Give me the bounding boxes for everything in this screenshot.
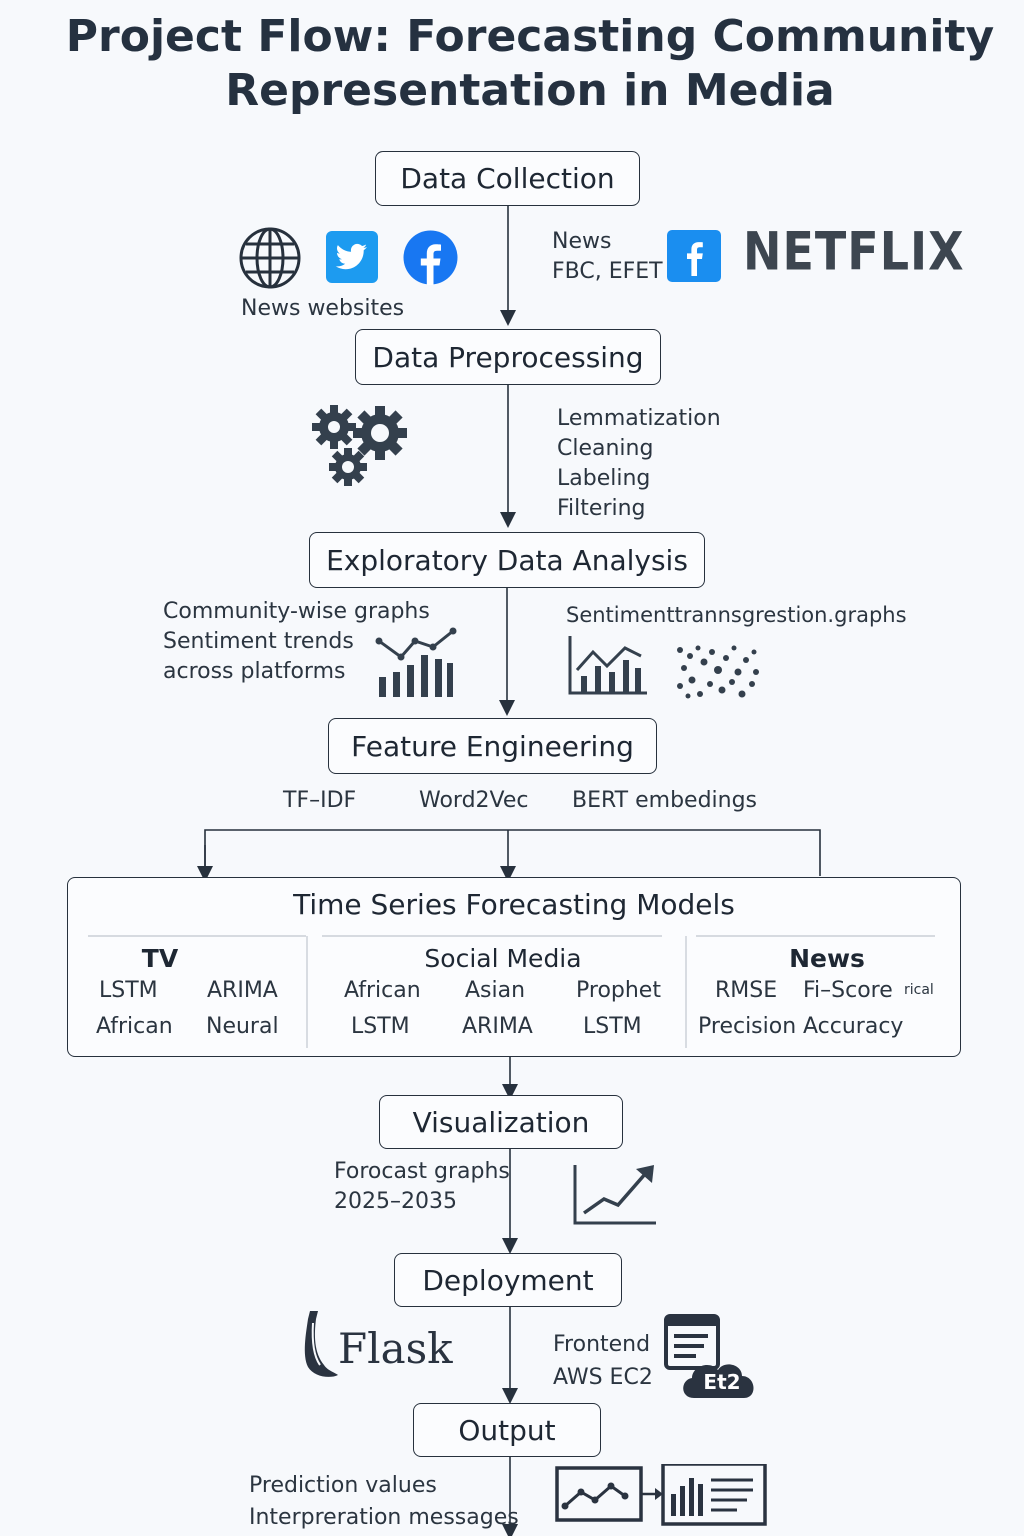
flask-logo-text: Flask — [338, 1324, 453, 1373]
frontend-label: Frontend — [553, 1332, 651, 1357]
forecast-graphs-label: Forocast graphs — [334, 1159, 510, 1184]
scatter-plot-icon — [677, 645, 759, 699]
tv-r1c1: LSTM — [99, 978, 158, 1003]
visualization-label: Visualization — [412, 1105, 590, 1139]
feature-word2vec: Word2Vec — [419, 788, 529, 813]
report-icon — [661, 1464, 767, 1526]
feature-engineering-box: Feature Engineering — [328, 718, 657, 774]
data-collection-label: Data Collection — [400, 162, 615, 195]
eda-line-1: Community-wise graphs — [163, 599, 430, 624]
forecast-years-label: 2025–2035 — [334, 1189, 457, 1214]
social-r1c1: African — [344, 978, 421, 1003]
data-preprocessing-label: Data Preprocessing — [372, 340, 644, 374]
visualization-box: Visualization — [379, 1095, 623, 1149]
globe-icon — [239, 227, 301, 289]
bar-chart-icon — [568, 636, 647, 695]
netflix-logo: NETFLIX — [743, 219, 965, 283]
social-r1c3: Prophet — [576, 978, 661, 1003]
social-r2c2: ARIMA — [462, 1014, 533, 1039]
eda-label: Exploratory Data Analysis — [326, 543, 688, 577]
output-charts-icons — [555, 1464, 767, 1526]
eda-line-2: Sentiment trends — [163, 629, 354, 654]
data-collection-box: Data Collection — [375, 151, 640, 206]
page-title: Project Flow: Forecasting Community Repr… — [0, 10, 1024, 118]
output-box: Output — [413, 1403, 601, 1457]
tv-r2c2: Neural — [206, 1014, 279, 1039]
facebook-square-icon — [667, 230, 721, 282]
twitter-icon — [326, 231, 378, 283]
step-lemmatization: Lemmatization — [557, 406, 721, 431]
eda-line-3: across platforms — [163, 659, 346, 684]
data-collection-right-text: News FBC, EFET — [552, 227, 663, 287]
news-r2c2: Accuracy — [803, 1014, 904, 1039]
news-label: News — [552, 229, 612, 254]
cloud-badge-text: Et2 — [703, 1370, 741, 1394]
deployment-right-text: Frontend AWS EC2 — [553, 1328, 653, 1394]
news-r2c1: Precision — [698, 1014, 797, 1039]
news-r1-extra: rical — [904, 982, 934, 998]
output-text: Prediction values Interpreration message… — [249, 1470, 519, 1534]
fbc-efet-label: FBC, EFET — [552, 259, 663, 284]
deployment-box: Deployment — [394, 1253, 622, 1307]
models-box: Time Series Forecasting Models — [67, 877, 961, 1057]
tv-header: TV — [141, 944, 179, 973]
aws-ec2-label: AWS EC2 — [553, 1365, 653, 1390]
prediction-values-label: Prediction values — [249, 1473, 437, 1498]
step-cleaning: Cleaning — [557, 436, 654, 461]
document-cloud-icon — [664, 1314, 754, 1398]
gears-icon — [312, 405, 407, 486]
feature-tfidf: TF–IDF — [283, 788, 357, 813]
news-header: News — [789, 944, 865, 973]
title-line-2: Representation in Media — [225, 65, 835, 116]
news-r1c1: RMSE — [715, 978, 778, 1003]
visualization-text: Forocast graphs 2025–2035 — [334, 1157, 510, 1217]
flask-horn-icon — [304, 1311, 338, 1377]
models-label: Time Series Forecasting Models — [293, 888, 735, 921]
output-label: Output — [458, 1413, 556, 1447]
facebook-icon — [403, 230, 458, 285]
eda-left-text: Community-wise graphs Sentiment trends a… — [163, 597, 430, 687]
step-labeling: Labeling — [557, 466, 651, 491]
deployment-label: Deployment — [422, 1263, 594, 1297]
bar-line-chart-icon — [375, 627, 457, 697]
preprocessing-steps: Lemmatization Cleaning Labeling Filterin… — [557, 404, 721, 524]
social-r2c3: LSTM — [583, 1014, 642, 1039]
social-r1c2: Asian — [465, 978, 526, 1003]
interpretation-messages-label: Interpreration messages — [249, 1505, 519, 1530]
trend-up-chart-icon — [573, 1165, 656, 1225]
eda-box: Exploratory Data Analysis — [309, 532, 705, 588]
feature-bert: BERT embedings — [572, 788, 758, 813]
news-websites-caption: News websites — [241, 296, 405, 321]
social-media-header: Social Media — [424, 944, 582, 973]
feature-engineering-label: Feature Engineering — [351, 729, 634, 763]
tv-r1c2: ARIMA — [207, 978, 278, 1003]
step-filtering: Filtering — [557, 496, 646, 521]
tv-r2c1: African — [96, 1014, 173, 1039]
news-r1c2: Fi–Score — [803, 978, 893, 1003]
data-preprocessing-box: Data Preprocessing — [355, 329, 661, 385]
eda-right-text: Sentimenttrannsgrestion.graphs — [566, 603, 907, 627]
title-line-1: Project Flow: Forecasting Community — [65, 11, 995, 62]
line-chart-icon — [555, 1466, 643, 1522]
social-r2c1: LSTM — [351, 1014, 410, 1039]
